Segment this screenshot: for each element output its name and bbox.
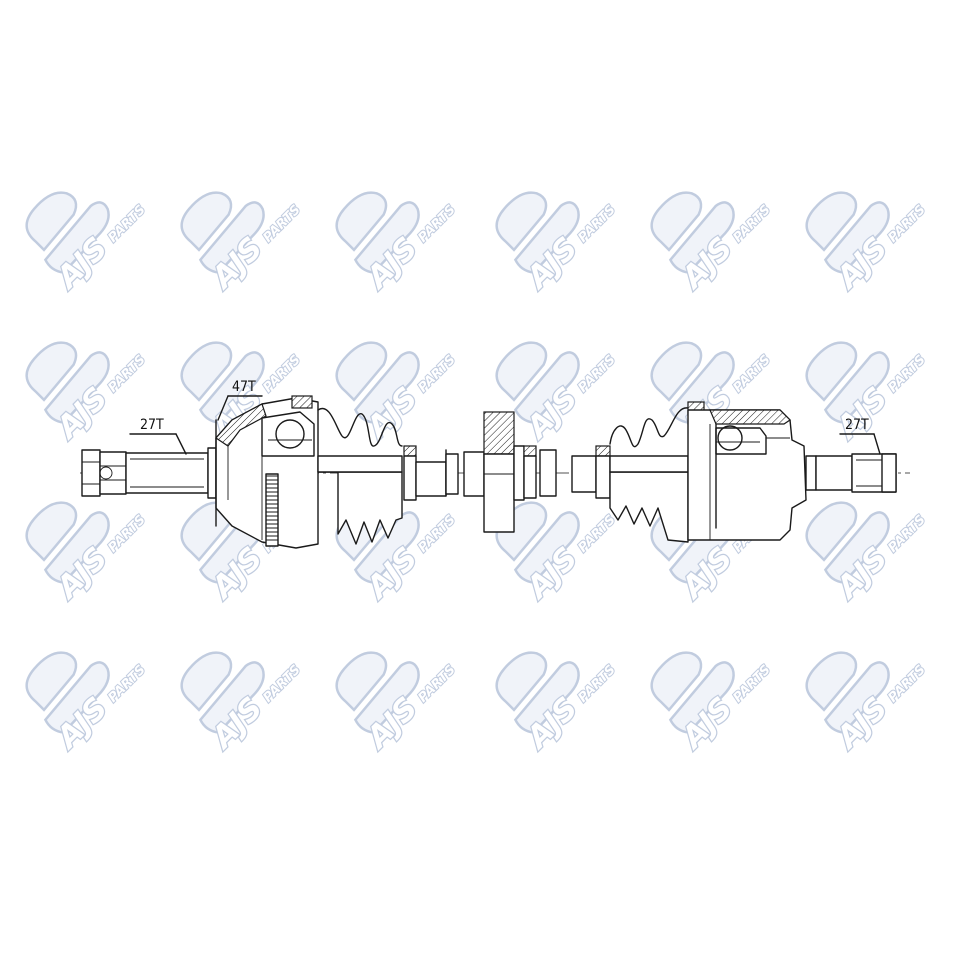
center-support-bearing bbox=[463, 411, 557, 533]
left-boot bbox=[291, 395, 403, 545]
abs-tone-ring bbox=[265, 473, 279, 547]
callout-abs-ring: 47T bbox=[217, 379, 263, 421]
callout-left-outer-spline: 27T bbox=[129, 417, 187, 455]
right-inner-spline-shaft bbox=[815, 453, 897, 493]
left-intermediate-shaft bbox=[403, 445, 459, 501]
callout-label-left-spline: 27T bbox=[140, 417, 164, 433]
callout-label-abs-ring: 47T bbox=[232, 379, 256, 395]
right-inner-cv-housing bbox=[687, 409, 817, 541]
left-outer-cv-housing bbox=[215, 397, 319, 549]
right-boot bbox=[609, 401, 705, 543]
left-nut bbox=[81, 449, 127, 497]
right-intermediate-shaft bbox=[571, 445, 611, 499]
callout-label-right-spline: 27T bbox=[845, 417, 869, 433]
callout-right-inner-spline: 27T bbox=[839, 417, 881, 455]
left-outer-spline-shaft bbox=[125, 447, 217, 499]
